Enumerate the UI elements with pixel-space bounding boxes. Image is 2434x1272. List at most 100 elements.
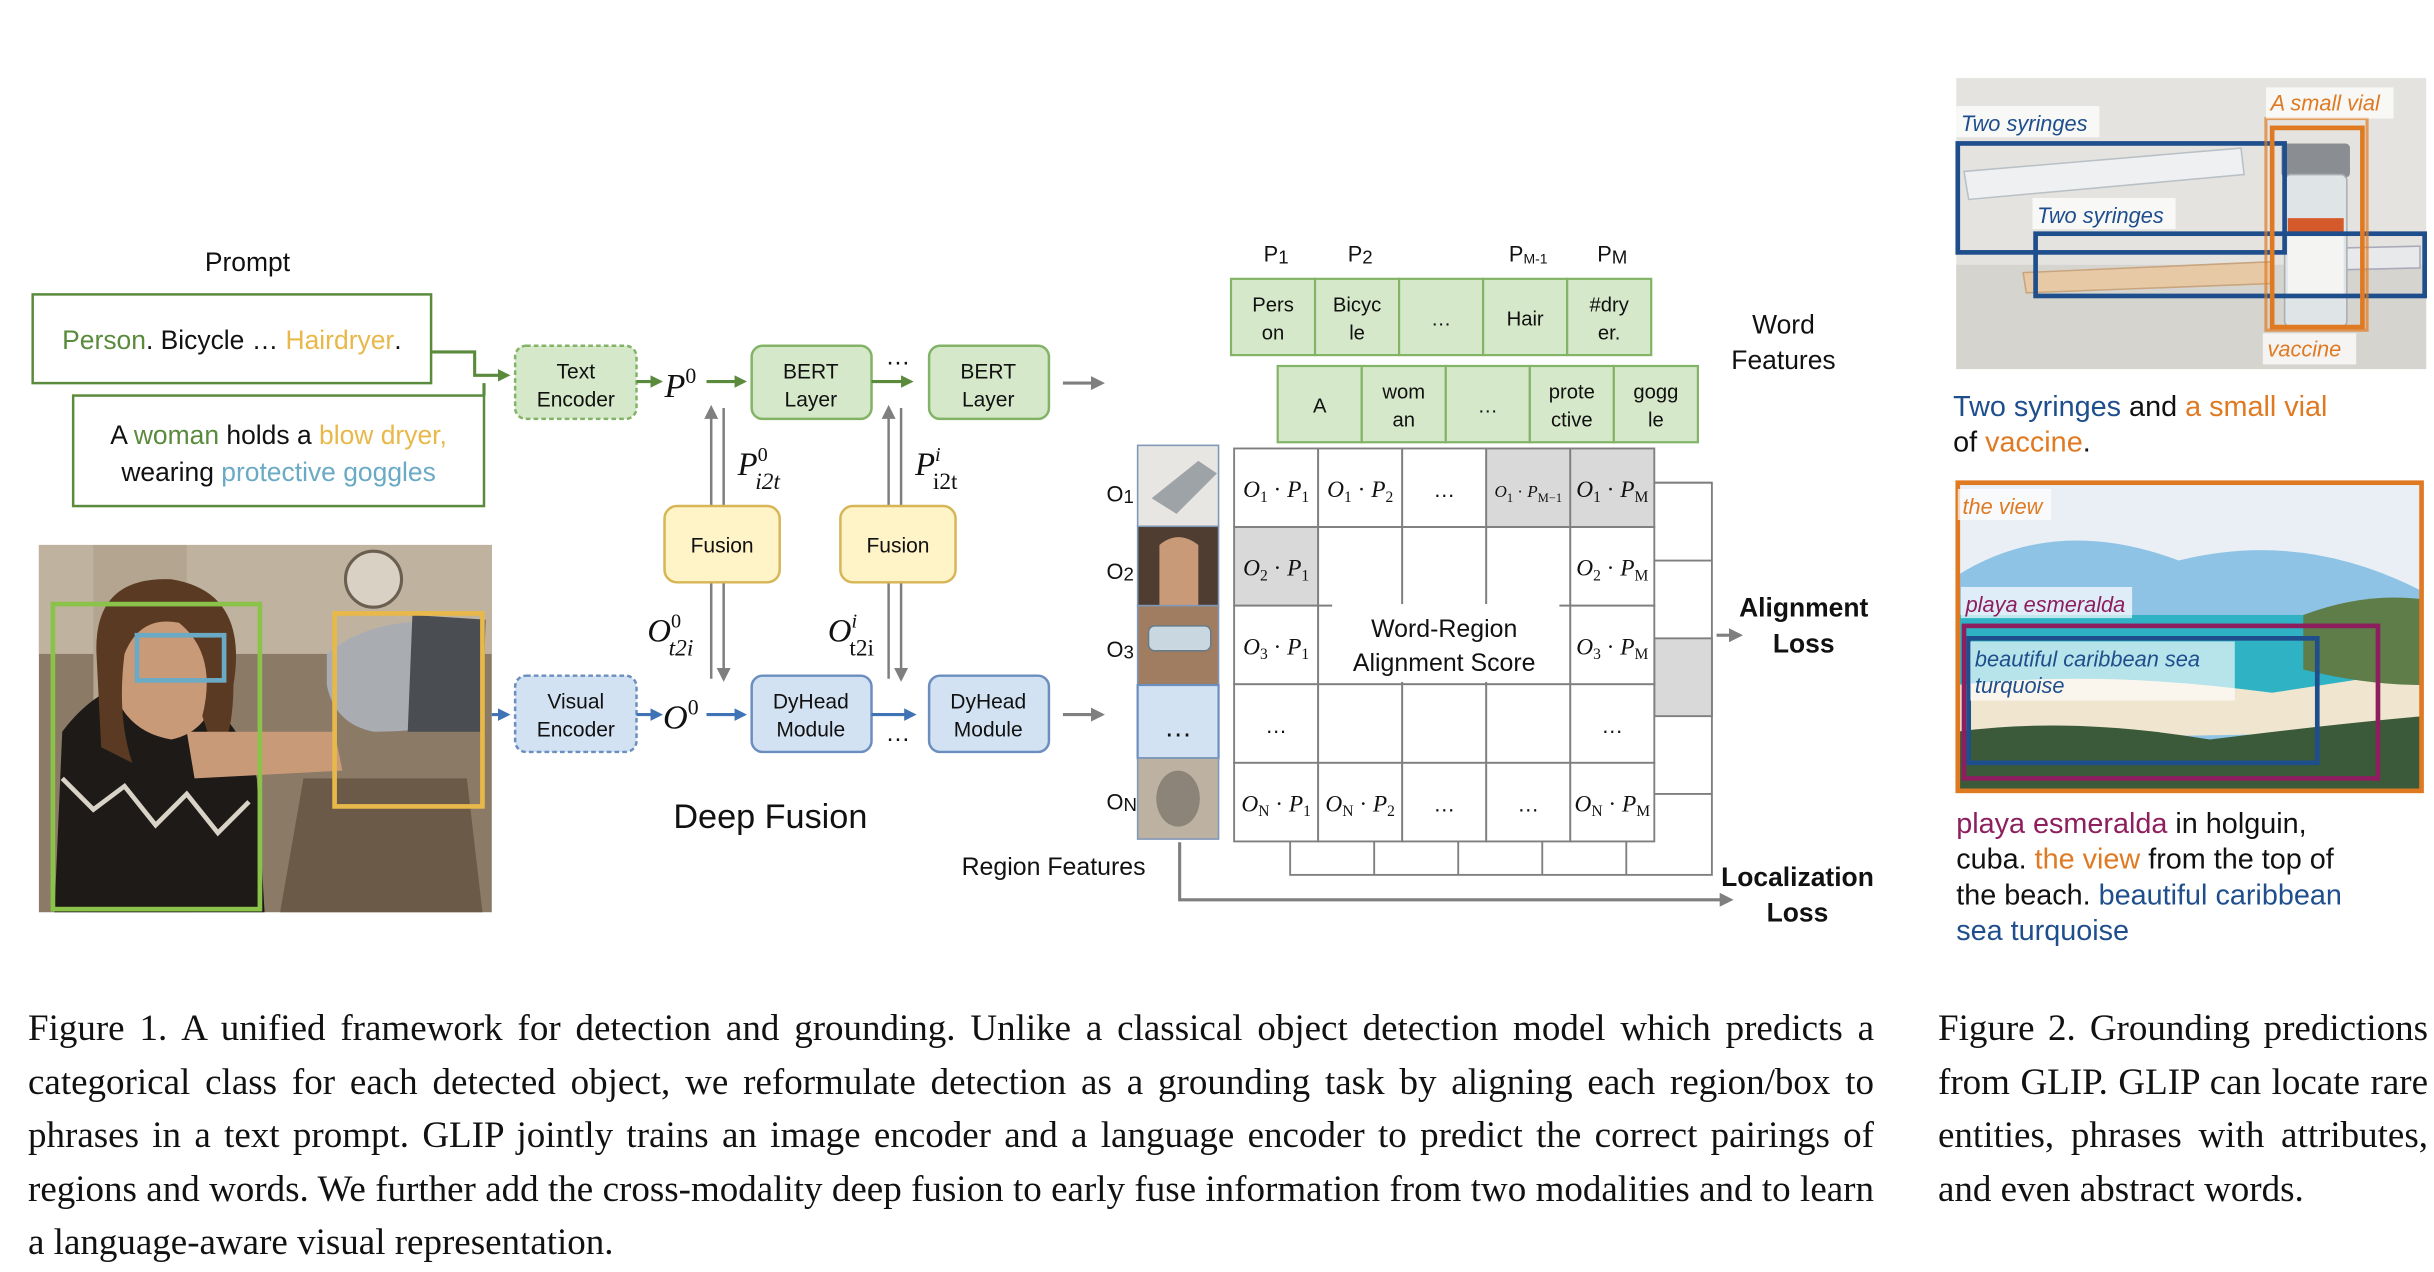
word-feature-cell xyxy=(1276,364,1363,444)
word-token: A xyxy=(1313,396,1327,418)
alignment-cell xyxy=(1485,447,1572,528)
fig2-cap2-run: sea turquoise xyxy=(1956,915,2129,947)
fusion-label-1: Fusion xyxy=(691,535,754,558)
p-header: P1 xyxy=(1264,242,1289,268)
fig2-caption1-line1: Two syringes and a small vial xyxy=(1953,391,2327,423)
alignment-cell-text: … xyxy=(1517,791,1539,816)
alignment-cell xyxy=(1233,447,1320,528)
visual-encoder-label-2: Encoder xyxy=(537,718,615,741)
prompt1-run: . Bicycle … xyxy=(146,325,286,355)
alignment-cell-text: O1 · PM xyxy=(1576,477,1648,506)
fig2-cap2-run: from the top of xyxy=(2140,844,2335,876)
prompt2-run: holds a xyxy=(219,420,319,450)
word-token: Pers xyxy=(1252,295,1294,317)
photo1-label-syringes-1: Two syringes xyxy=(1961,111,2088,136)
region-label: ON xyxy=(1107,790,1137,816)
dyhead-1-label-2: Module xyxy=(776,718,845,741)
fig2-cap2-run: beautiful caribbean xyxy=(2099,879,2342,911)
word-features-label-1: Word xyxy=(1752,309,1815,339)
alignment-cell-text: ON · P1 xyxy=(1241,791,1311,820)
figure1-caption: Figure 1.A unified framework for detecti… xyxy=(28,1002,1874,1270)
region-features: … xyxy=(1136,444,1220,840)
fusion-box-1 xyxy=(663,504,781,584)
alignment-cell-text: … xyxy=(1433,791,1455,816)
prompt2-run: wearing xyxy=(120,457,221,487)
fig2-cap1-run: and xyxy=(2121,391,2185,423)
word-token: gogg xyxy=(1633,382,1678,404)
word-token: prote xyxy=(1549,382,1595,404)
word-feature-cell xyxy=(1313,277,1401,357)
word-features-label-2: Features xyxy=(1731,345,1835,375)
turquoise-bbox xyxy=(1966,636,2320,766)
prompt2-run: A xyxy=(110,420,134,450)
alignment-cell-text: O1 · P1 xyxy=(1243,477,1309,506)
alignment-cell xyxy=(1401,447,1488,528)
word-token: Hair xyxy=(1507,309,1544,331)
word-token: le xyxy=(1349,323,1365,345)
alignment-cell xyxy=(1317,761,1404,843)
word-feature-cell xyxy=(1612,364,1699,444)
alignment-cell-text: O3 · P1 xyxy=(1243,634,1309,663)
word-feature-cell xyxy=(1360,364,1447,444)
alignment-cell-text: O2 · P1 xyxy=(1243,556,1309,585)
alignment-cell-text: O2 · PM xyxy=(1576,556,1648,585)
alignment-cell-text: … xyxy=(1601,713,1623,738)
region-ellipsis-cell xyxy=(1136,683,1220,760)
alignment-cell xyxy=(1317,526,1404,607)
figure2-caption-text: Grounding predictions from GLIP. GLIP ca… xyxy=(1938,1008,2428,1210)
fig2-cap1-run: of xyxy=(1953,427,1985,459)
word-feature-cell xyxy=(1229,277,1317,357)
input-photo xyxy=(38,544,492,913)
person-bbox xyxy=(50,601,263,912)
fig2-cap1-run: a small vial xyxy=(2185,391,2327,423)
photo2-label-turquoise-2: turquoise xyxy=(1975,673,2065,698)
word-token: ctive xyxy=(1551,410,1593,432)
word-token: le xyxy=(1648,410,1664,432)
alignment-cell xyxy=(1485,526,1572,607)
syringe-bbox-2 xyxy=(2033,231,2427,299)
figure2-caption-label: Figure 2. xyxy=(1938,1008,2076,1049)
dyhead-module-2 xyxy=(927,674,1051,754)
prompt1-run: Hairdryer xyxy=(286,325,395,355)
view-bbox xyxy=(1955,480,2424,794)
fig2-cap2-run: the beach. xyxy=(1956,879,2098,911)
prompt2-line1: A woman holds a blow dryer, xyxy=(110,420,447,450)
bert-layer-2-label-1: BERT xyxy=(960,360,1016,383)
photo2-label-view: the view xyxy=(1962,494,2043,519)
word-feature-cell xyxy=(1482,277,1569,357)
alignment-cell-text: ON · P2 xyxy=(1325,791,1395,820)
prompt1-box xyxy=(31,293,433,385)
visual-encoder-label-1: Visual xyxy=(547,690,604,713)
p-header: PM xyxy=(1597,242,1627,268)
fusion-box-2 xyxy=(839,504,957,584)
p0-symbol: P0 xyxy=(664,364,697,405)
word-feature-cell xyxy=(1566,277,1653,357)
p-header: P2 xyxy=(1348,242,1373,268)
word-token: Bicyc xyxy=(1333,295,1381,317)
word-token: an xyxy=(1393,410,1416,432)
score-label-1: Word-Region xyxy=(1371,615,1517,643)
alignment-cell xyxy=(1569,447,1656,528)
playa-bbox xyxy=(1961,623,2381,781)
prompt1-run: Person xyxy=(62,325,146,355)
alignment-cell xyxy=(1401,526,1488,607)
localization-loss-label-2: Loss xyxy=(1767,898,1829,928)
fig2-caption2-line2: cuba. the view from the top of xyxy=(1956,844,2335,876)
alignment-cell-text: O1 · PM−1 xyxy=(1494,482,1562,505)
region-label: O2 xyxy=(1107,559,1134,585)
dyhead-2-label-1: DyHead xyxy=(950,690,1026,713)
alignment-cell-text: O3 · PM xyxy=(1576,634,1648,663)
score-label-2: Alignment Score xyxy=(1353,649,1536,677)
alignment-cell-text: O1 · P2 xyxy=(1327,477,1393,506)
region-label: O3 xyxy=(1107,637,1134,663)
alignment-cell-text: … xyxy=(1433,477,1455,502)
bert-layer-2 xyxy=(927,344,1051,421)
prompt2-run: woman xyxy=(133,420,219,450)
photo1-label-vaccine: vaccine xyxy=(2267,337,2341,362)
